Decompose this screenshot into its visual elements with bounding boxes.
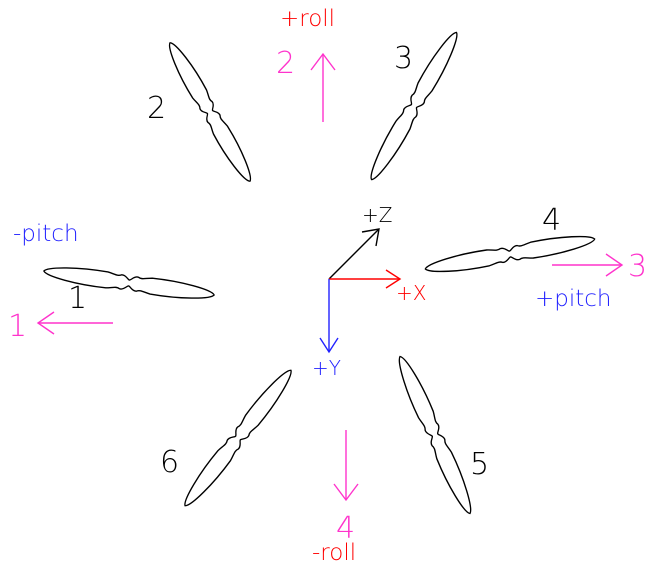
propeller-6-label: 6	[160, 445, 179, 480]
propeller-2-label: 2	[147, 91, 166, 126]
propeller-5-label: 5	[470, 447, 489, 482]
propeller-3-blade	[363, 27, 465, 185]
bottom-motor-ref-label: 4	[336, 511, 355, 546]
propeller-4-blade	[423, 230, 597, 278]
right-motor-ref-label: 3	[628, 249, 647, 284]
z-axis-arrow-icon	[328, 228, 380, 280]
propeller-1-label: 1	[68, 281, 87, 316]
down-arrow-icon	[333, 430, 359, 502]
plus-pitch-label: +pitch	[535, 286, 612, 312]
z-axis-label: +Z	[362, 203, 392, 227]
propeller-6-blade	[177, 364, 299, 512]
x-axis-label: +X	[396, 281, 426, 305]
minus-pitch-label: -pitch	[13, 221, 79, 247]
x-axis-arrow-icon	[329, 269, 402, 289]
minus-roll-label: -roll	[312, 540, 356, 566]
y-axis-label: +Y	[312, 356, 341, 380]
plus-roll-label: +roll	[280, 6, 335, 32]
propeller-5-blade	[391, 352, 479, 518]
propeller-2-blade	[162, 37, 258, 187]
left-arrow-icon	[36, 311, 113, 335]
left-motor-ref-label: 1	[8, 309, 27, 344]
y-axis-arrow-icon	[319, 279, 339, 354]
right-arrow-icon	[552, 253, 624, 277]
up-arrow-icon	[310, 52, 336, 122]
propeller-4-label: 4	[542, 203, 561, 238]
top-motor-ref-label: 2	[276, 46, 295, 81]
propeller-3-label: 3	[394, 41, 413, 76]
